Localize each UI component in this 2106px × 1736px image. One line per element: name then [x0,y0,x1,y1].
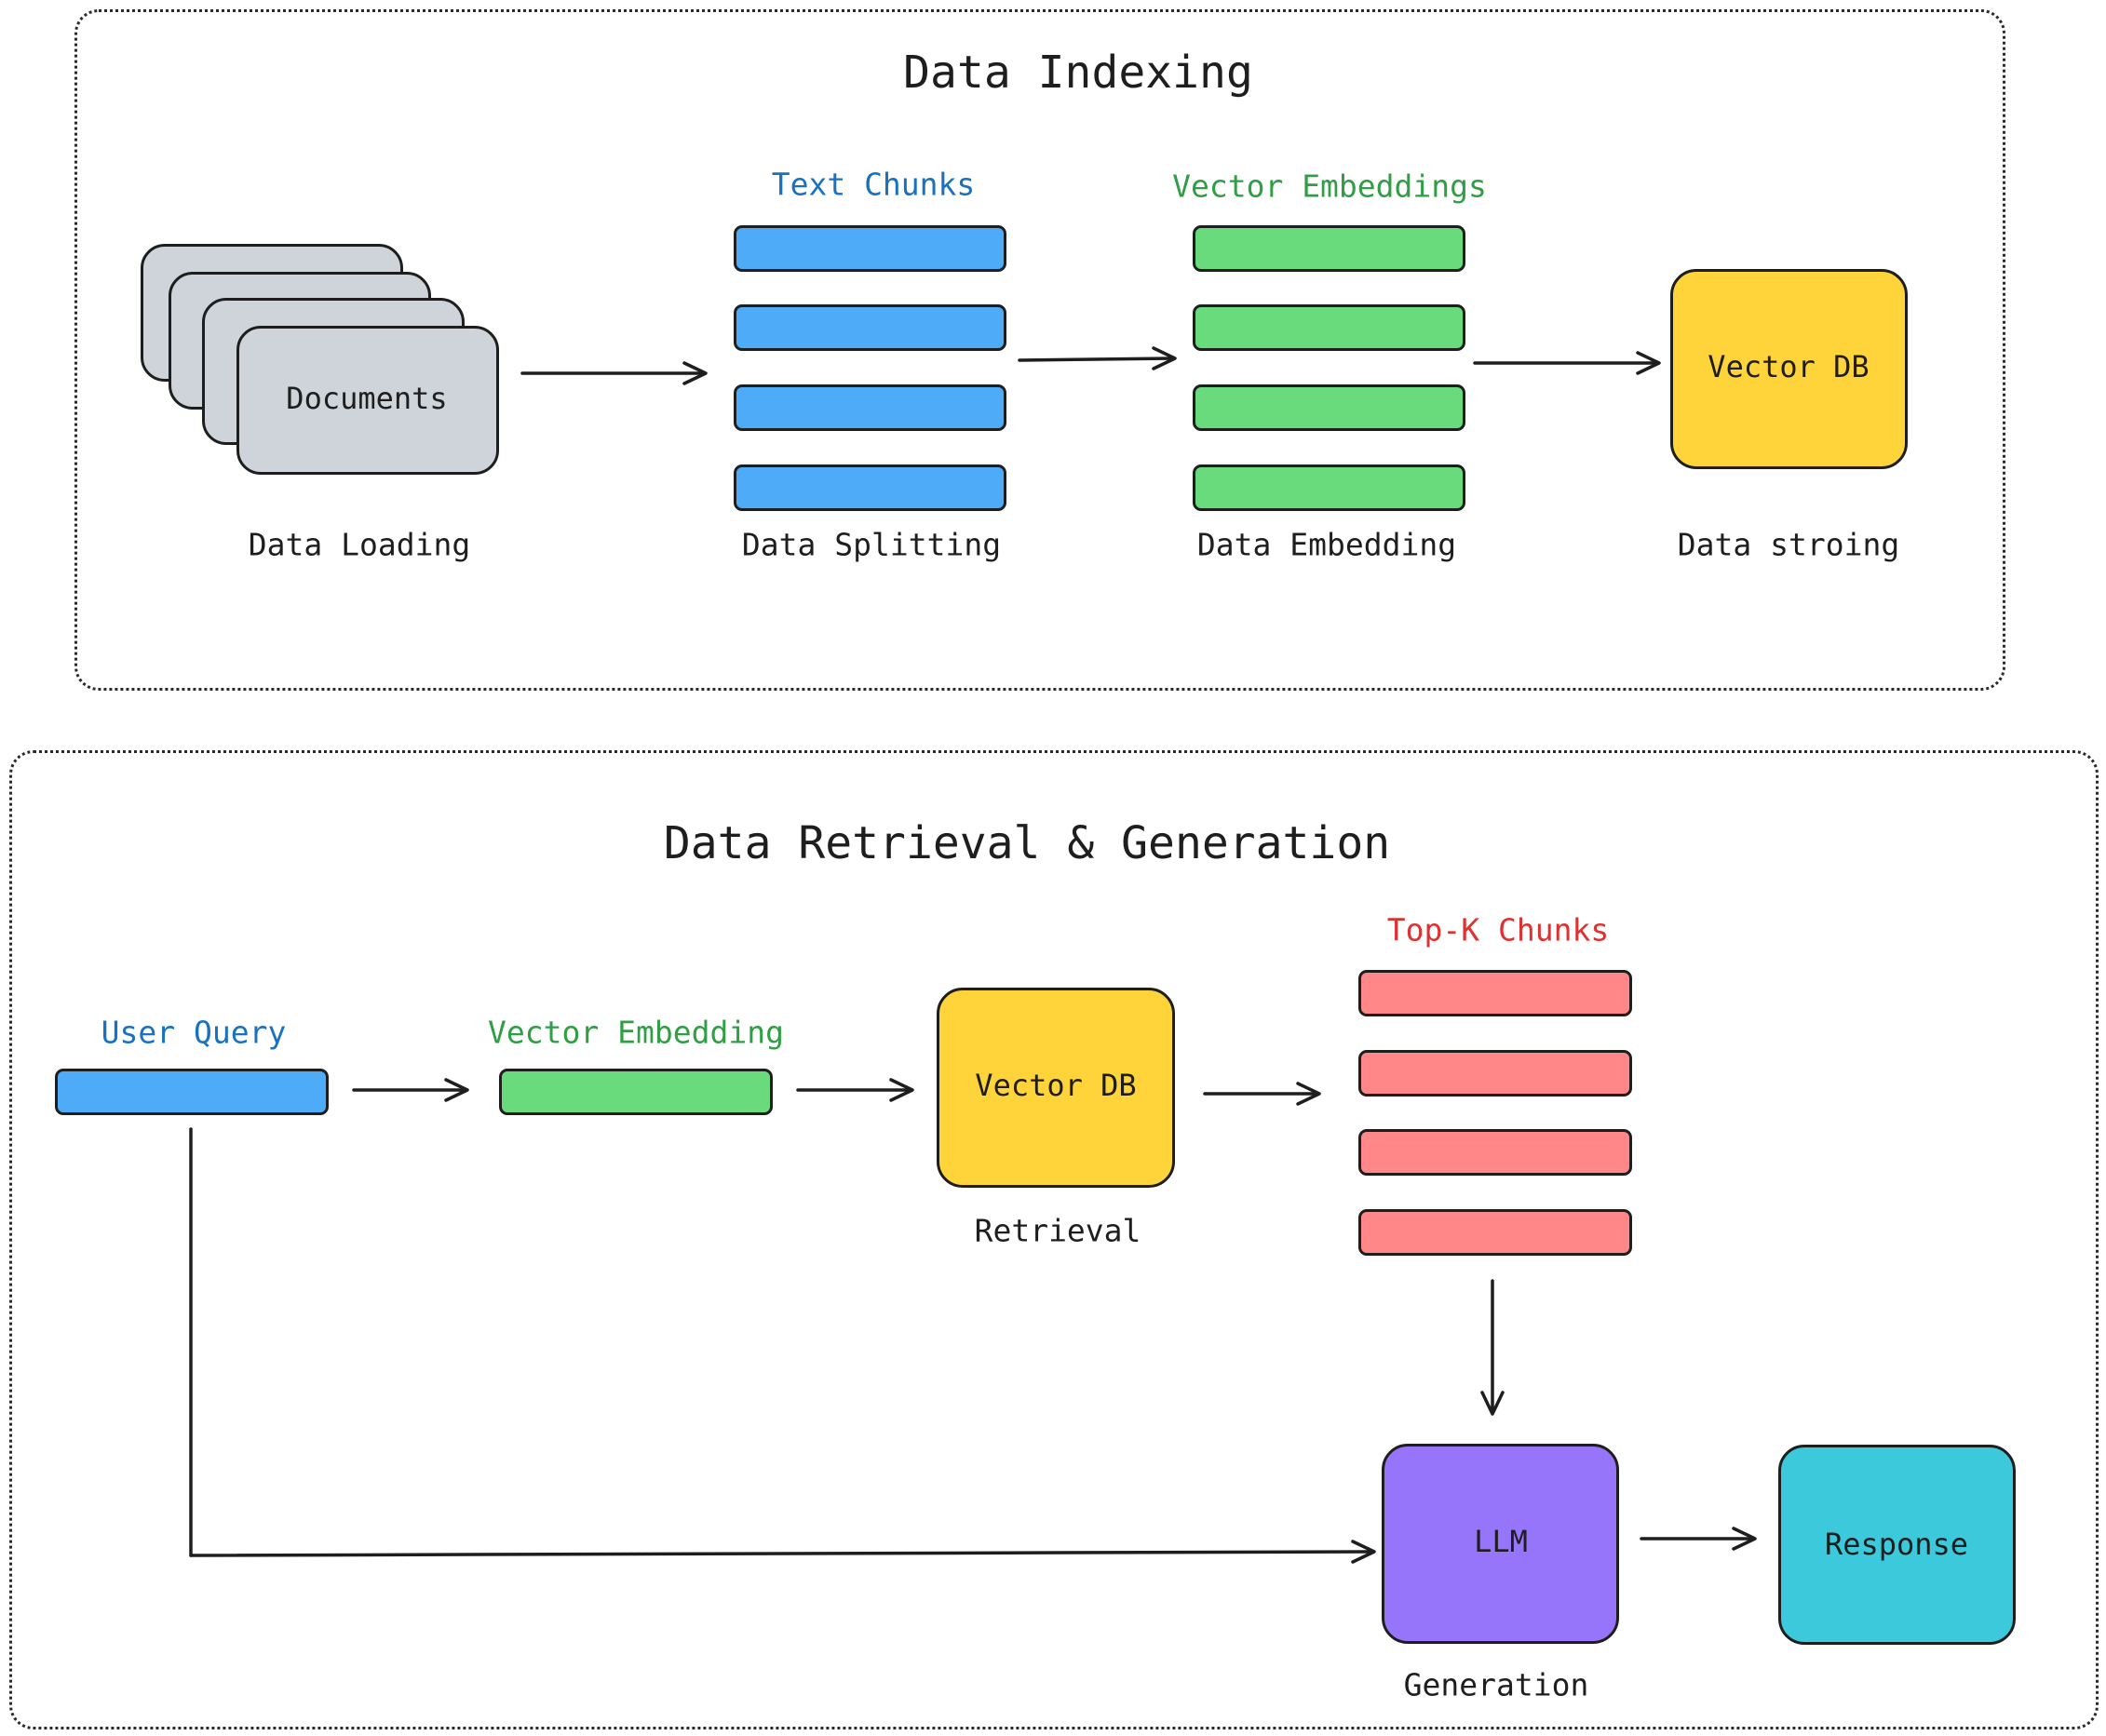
vector-embedding-label: Vector Embedding [488,1014,784,1051]
user-query-label: User Query [101,1014,287,1051]
llm-label: LLM [1474,1524,1528,1559]
llm-box [1382,1444,1619,1644]
data-indexing-panel [74,9,2005,691]
text-chunk [734,225,1006,272]
vector-db-retrieval-label: Vector DB [975,1068,1137,1103]
response-label: Response [1824,1527,1969,1562]
arrow-query-to-embedding [352,1078,469,1102]
data-retrieval-title: Data Retrieval & Generation [663,817,1391,869]
generation-label: Generation [1403,1666,1589,1703]
embedding-vector [1193,225,1465,272]
data-splitting-label: Data Splitting [741,526,1002,563]
vector-db-store [1670,269,1908,469]
arrow-embedding-to-db [796,1078,914,1102]
document-card-front [236,326,499,475]
user-query-bar [55,1069,329,1115]
text-chunk [734,464,1006,511]
arrow-splitting-to-embedding [1018,346,1177,370]
text-chunk [734,384,1006,431]
arrow-db-to-topk [1203,1082,1321,1106]
text-chunks-label: Text Chunks [771,166,976,203]
data-loading-label: Data Loading [248,526,471,563]
top-k-chunk [1358,1209,1632,1256]
arrow-llm-to-response [1640,1527,1757,1551]
vector-db-retrieval [937,988,1175,1188]
arrow-query-to-llm [189,1127,1376,1564]
response-box [1778,1445,2016,1645]
retrieval-label: Retrieval [974,1212,1141,1249]
arrow-embedding-to-db [1473,351,1661,375]
top-k-chunk [1358,1129,1632,1176]
data-retrieval-panel [9,750,2099,1729]
data-embedding-label: Data Embedding [1196,526,1457,563]
arrow-topk-to-llm [1480,1279,1505,1416]
text-chunk [734,304,1006,351]
embedding-vector [1193,464,1465,511]
documents-label: Documents [286,381,448,416]
embedding-vector [1193,304,1465,351]
vector-db-store-label: Vector DB [1708,349,1870,384]
data-indexing-title: Data Indexing [903,47,1253,99]
data-storing-label: Data stroing [1677,526,1900,563]
arrow-loading-to-splitting [520,361,708,385]
top-k-chunk [1358,1050,1632,1097]
query-embedding-bar [499,1069,773,1115]
top-k-chunks-label: Top-K Chunks [1386,911,1610,949]
top-k-chunk [1358,970,1632,1016]
vector-embeddings-label: Vector Embeddings [1172,168,1487,205]
embedding-vector [1193,384,1465,431]
